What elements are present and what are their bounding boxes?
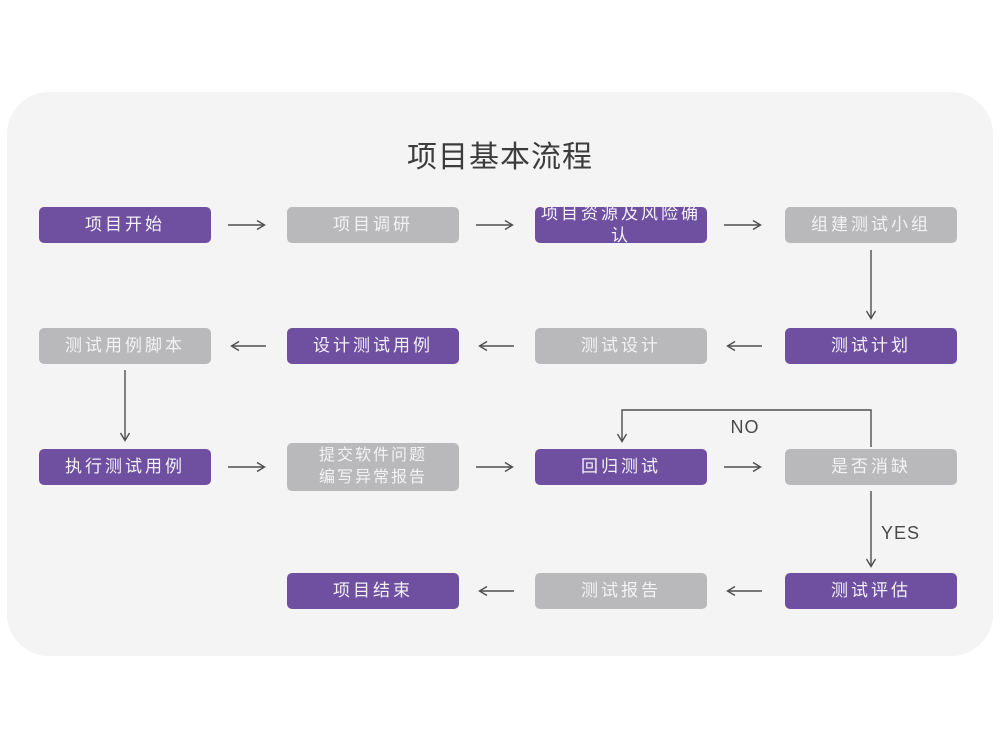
flow-node-submit-issues-report: 提交软件问题 编写异常报告: [287, 443, 459, 491]
flow-node-project-start: 项目开始: [39, 207, 211, 243]
flow-node-defect-cleared-check: 是否消缺: [785, 449, 957, 485]
flow-node-execute-test-cases: 执行测试用例: [39, 449, 211, 485]
flow-node-project-end: 项目结束: [287, 573, 459, 609]
flow-node-build-test-team: 组建测试小组: [785, 207, 957, 243]
page-title: 项目基本流程: [407, 141, 593, 174]
flow-node-test-design: 测试设计: [535, 328, 707, 364]
flow-node-test-report: 测试报告: [535, 573, 707, 609]
flow-node-regression-test: 回归测试: [535, 449, 707, 485]
flow-node-design-test-cases: 设计测试用例: [287, 328, 459, 364]
flow-node-test-case-script: 测试用例脚本: [39, 328, 211, 364]
flow-node-project-research: 项目调研: [287, 207, 459, 243]
flowchart-card: [7, 92, 993, 656]
flow-node-test-plan: 测试计划: [785, 328, 957, 364]
flow-node-test-evaluation: 测试评估: [785, 573, 957, 609]
flow-node-resources-risk: 项目资源及风险确认: [535, 204, 707, 245]
